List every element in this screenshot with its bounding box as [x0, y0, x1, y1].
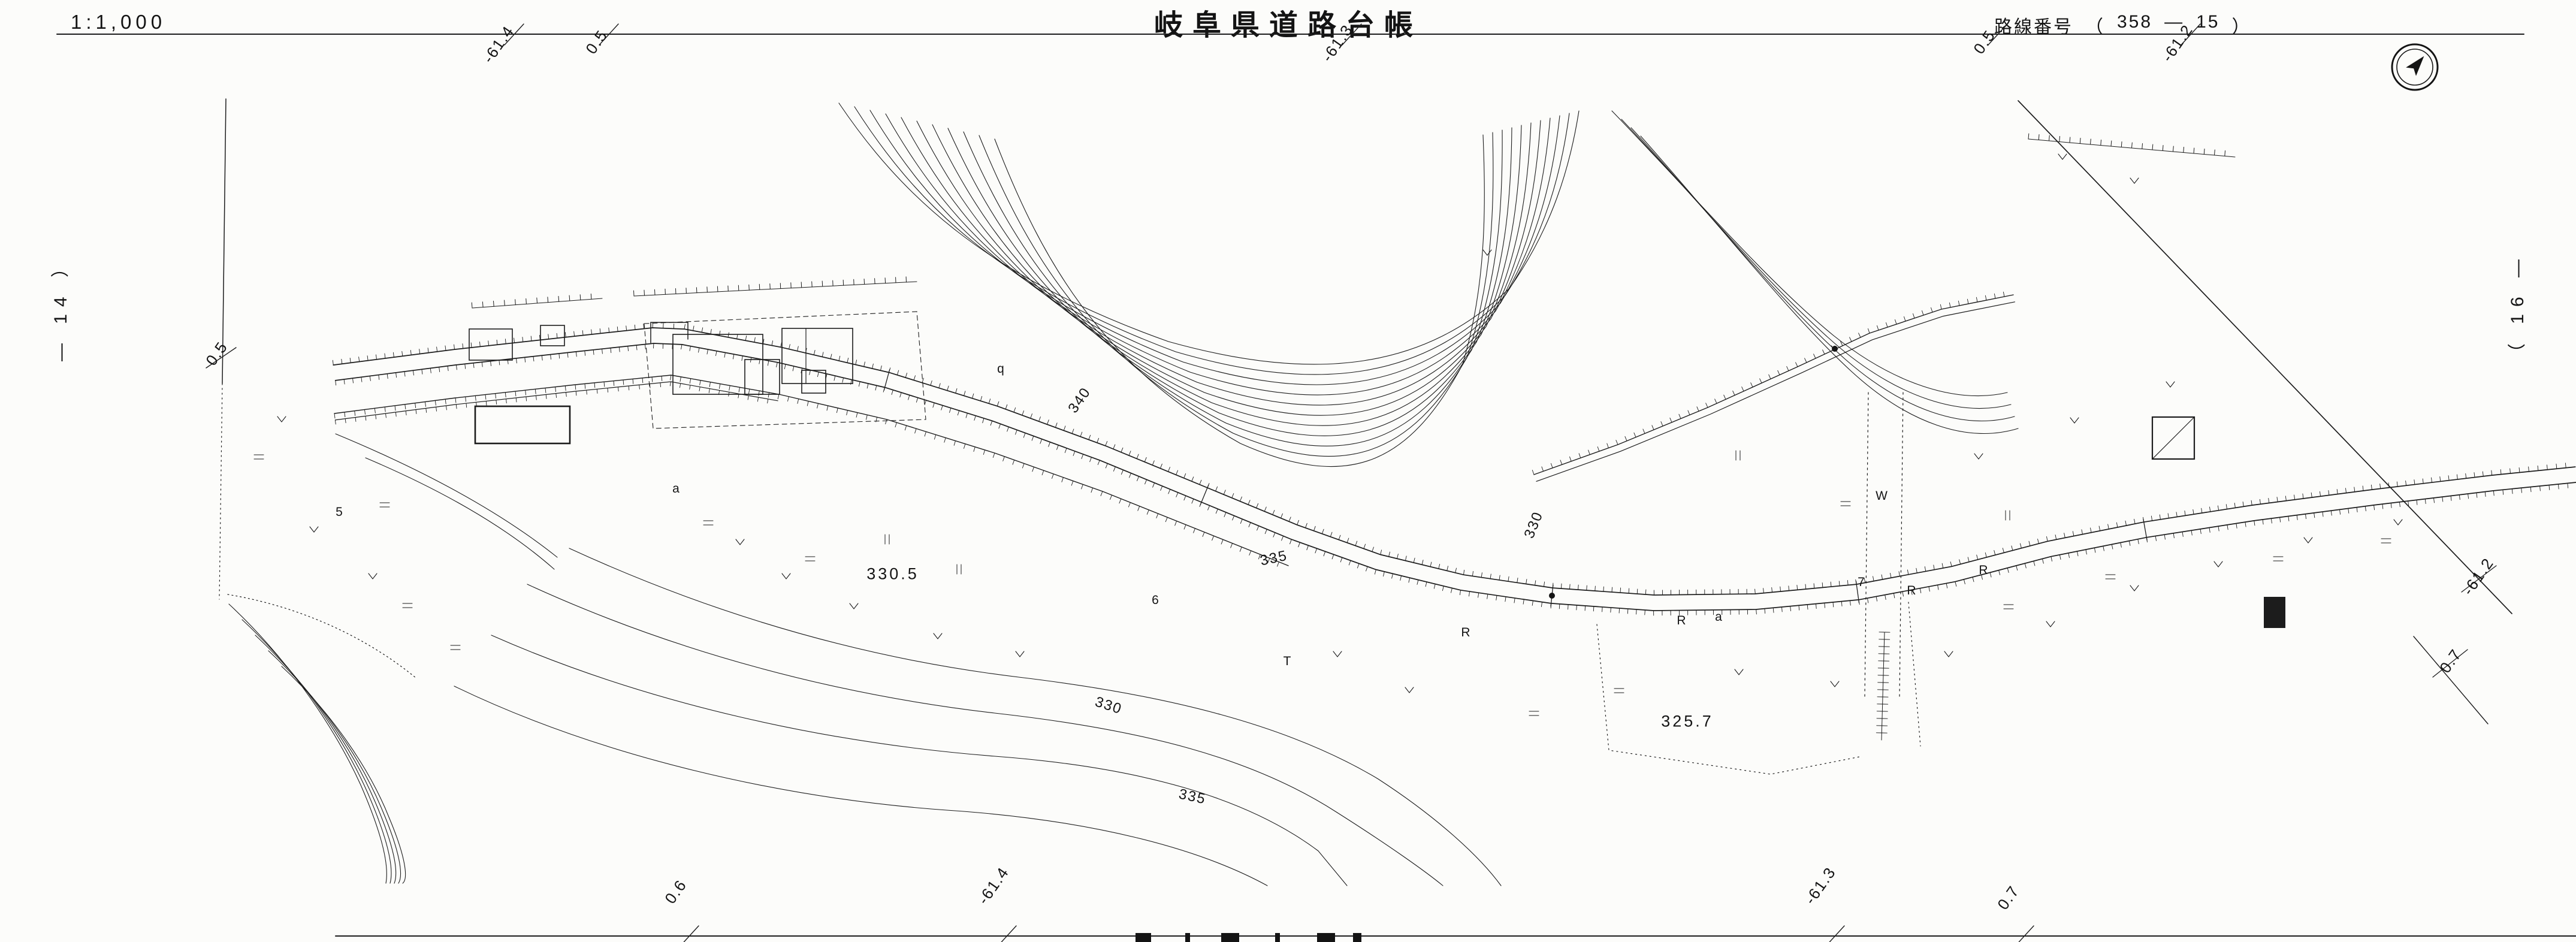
map-scale: 1:1,000 [71, 11, 167, 33]
map-label-road: a [1715, 610, 1722, 624]
map-label-grid: 0.7 [2436, 645, 2465, 677]
route-dash: — [2164, 12, 2185, 32]
map-label-grid: 0.5 [1970, 26, 1999, 58]
map-label-road: 5 [336, 505, 343, 519]
map-label-road: 7 [1858, 575, 1865, 589]
map-label-grid: -61.2 [2459, 554, 2498, 599]
map-label-road: W [1876, 489, 1888, 503]
map-label-grid: 0.7 [1994, 881, 2023, 913]
route-number-main: 358 [2117, 12, 2153, 32]
map-label-grid: 0.5 [202, 337, 231, 369]
north-arrow-icon [2391, 43, 2439, 91]
map-label-road: R [1979, 563, 1988, 577]
map-label-grid: 0.5 [582, 26, 611, 58]
map-label-contour: 340 [1065, 384, 1094, 416]
map-label-contour: 335 [1258, 547, 1289, 569]
map-label-grid: -61.4 [974, 863, 1013, 908]
map-label-road: T [1283, 654, 1291, 668]
map-label-road: q [997, 362, 1004, 376]
map-label-spot: 330.5 [866, 564, 919, 583]
map-label-road: R [1677, 614, 1686, 627]
map-label-grid: -61.4 [479, 22, 518, 67]
map-label-road: R [1907, 584, 1916, 597]
map-label-contour: 335 [1177, 786, 1208, 808]
map-label-contour: 330 [1093, 693, 1125, 718]
map-label-spot: 325.7 [1661, 712, 1714, 730]
map-label-grid: 0.6 [661, 875, 690, 907]
route-number-branch: 15 [2196, 12, 2220, 32]
map-label-road: 6 [1152, 593, 1159, 607]
map-label-grid: -61.3 [1801, 863, 1840, 908]
map-label-contour: 330 [1521, 509, 1547, 541]
map-label-road: R [1461, 626, 1470, 639]
map-label-road: a [672, 482, 680, 496]
map-label-grid: -61.3 [1318, 20, 1357, 65]
map-label-grid: -61.2 [2158, 20, 2197, 65]
sheet-title: 岐阜県道路台帳 [1153, 10, 1423, 41]
